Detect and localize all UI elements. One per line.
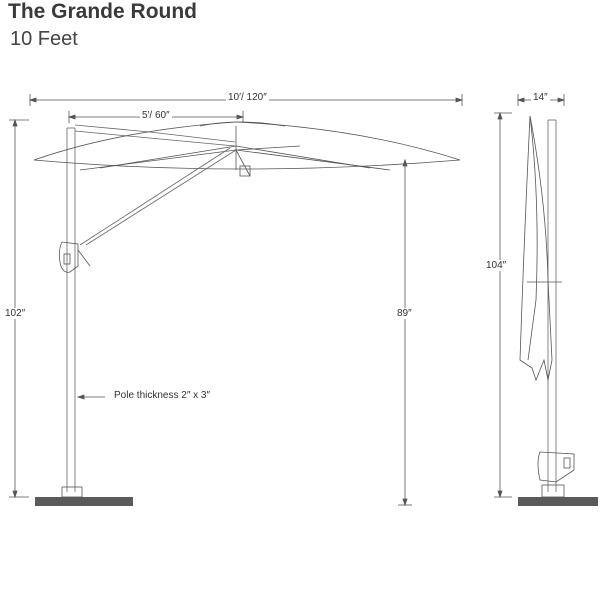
product-title: The Grande Round xyxy=(8,0,197,23)
base xyxy=(35,486,133,506)
pole xyxy=(66,127,76,492)
canopy xyxy=(33,121,461,177)
strut xyxy=(79,147,237,246)
clearance-height-label: 89″ xyxy=(395,308,414,319)
closed-crank-handle xyxy=(537,451,575,483)
pole-thickness-label: Pole thickness 2″ x 3″ xyxy=(112,390,213,401)
clearance-height-dimension xyxy=(398,158,412,507)
closed-pole xyxy=(547,119,557,492)
top-arm xyxy=(74,124,236,147)
product-size: 10 Feet xyxy=(10,28,78,50)
closed-height-label: 104″ xyxy=(484,260,509,271)
closed-height-dimension xyxy=(494,111,512,499)
crank-handle xyxy=(58,241,91,273)
canopy-width-label: 10′/ 120″ xyxy=(226,92,269,103)
total-height-label: 102″ xyxy=(3,308,28,319)
closed-canopy xyxy=(519,115,562,382)
half-width-label: 5′/ 60″ xyxy=(140,110,172,121)
pole-note-pointer xyxy=(76,394,105,400)
closed-width-label: 14″ xyxy=(531,92,550,103)
closed-base xyxy=(518,484,598,506)
